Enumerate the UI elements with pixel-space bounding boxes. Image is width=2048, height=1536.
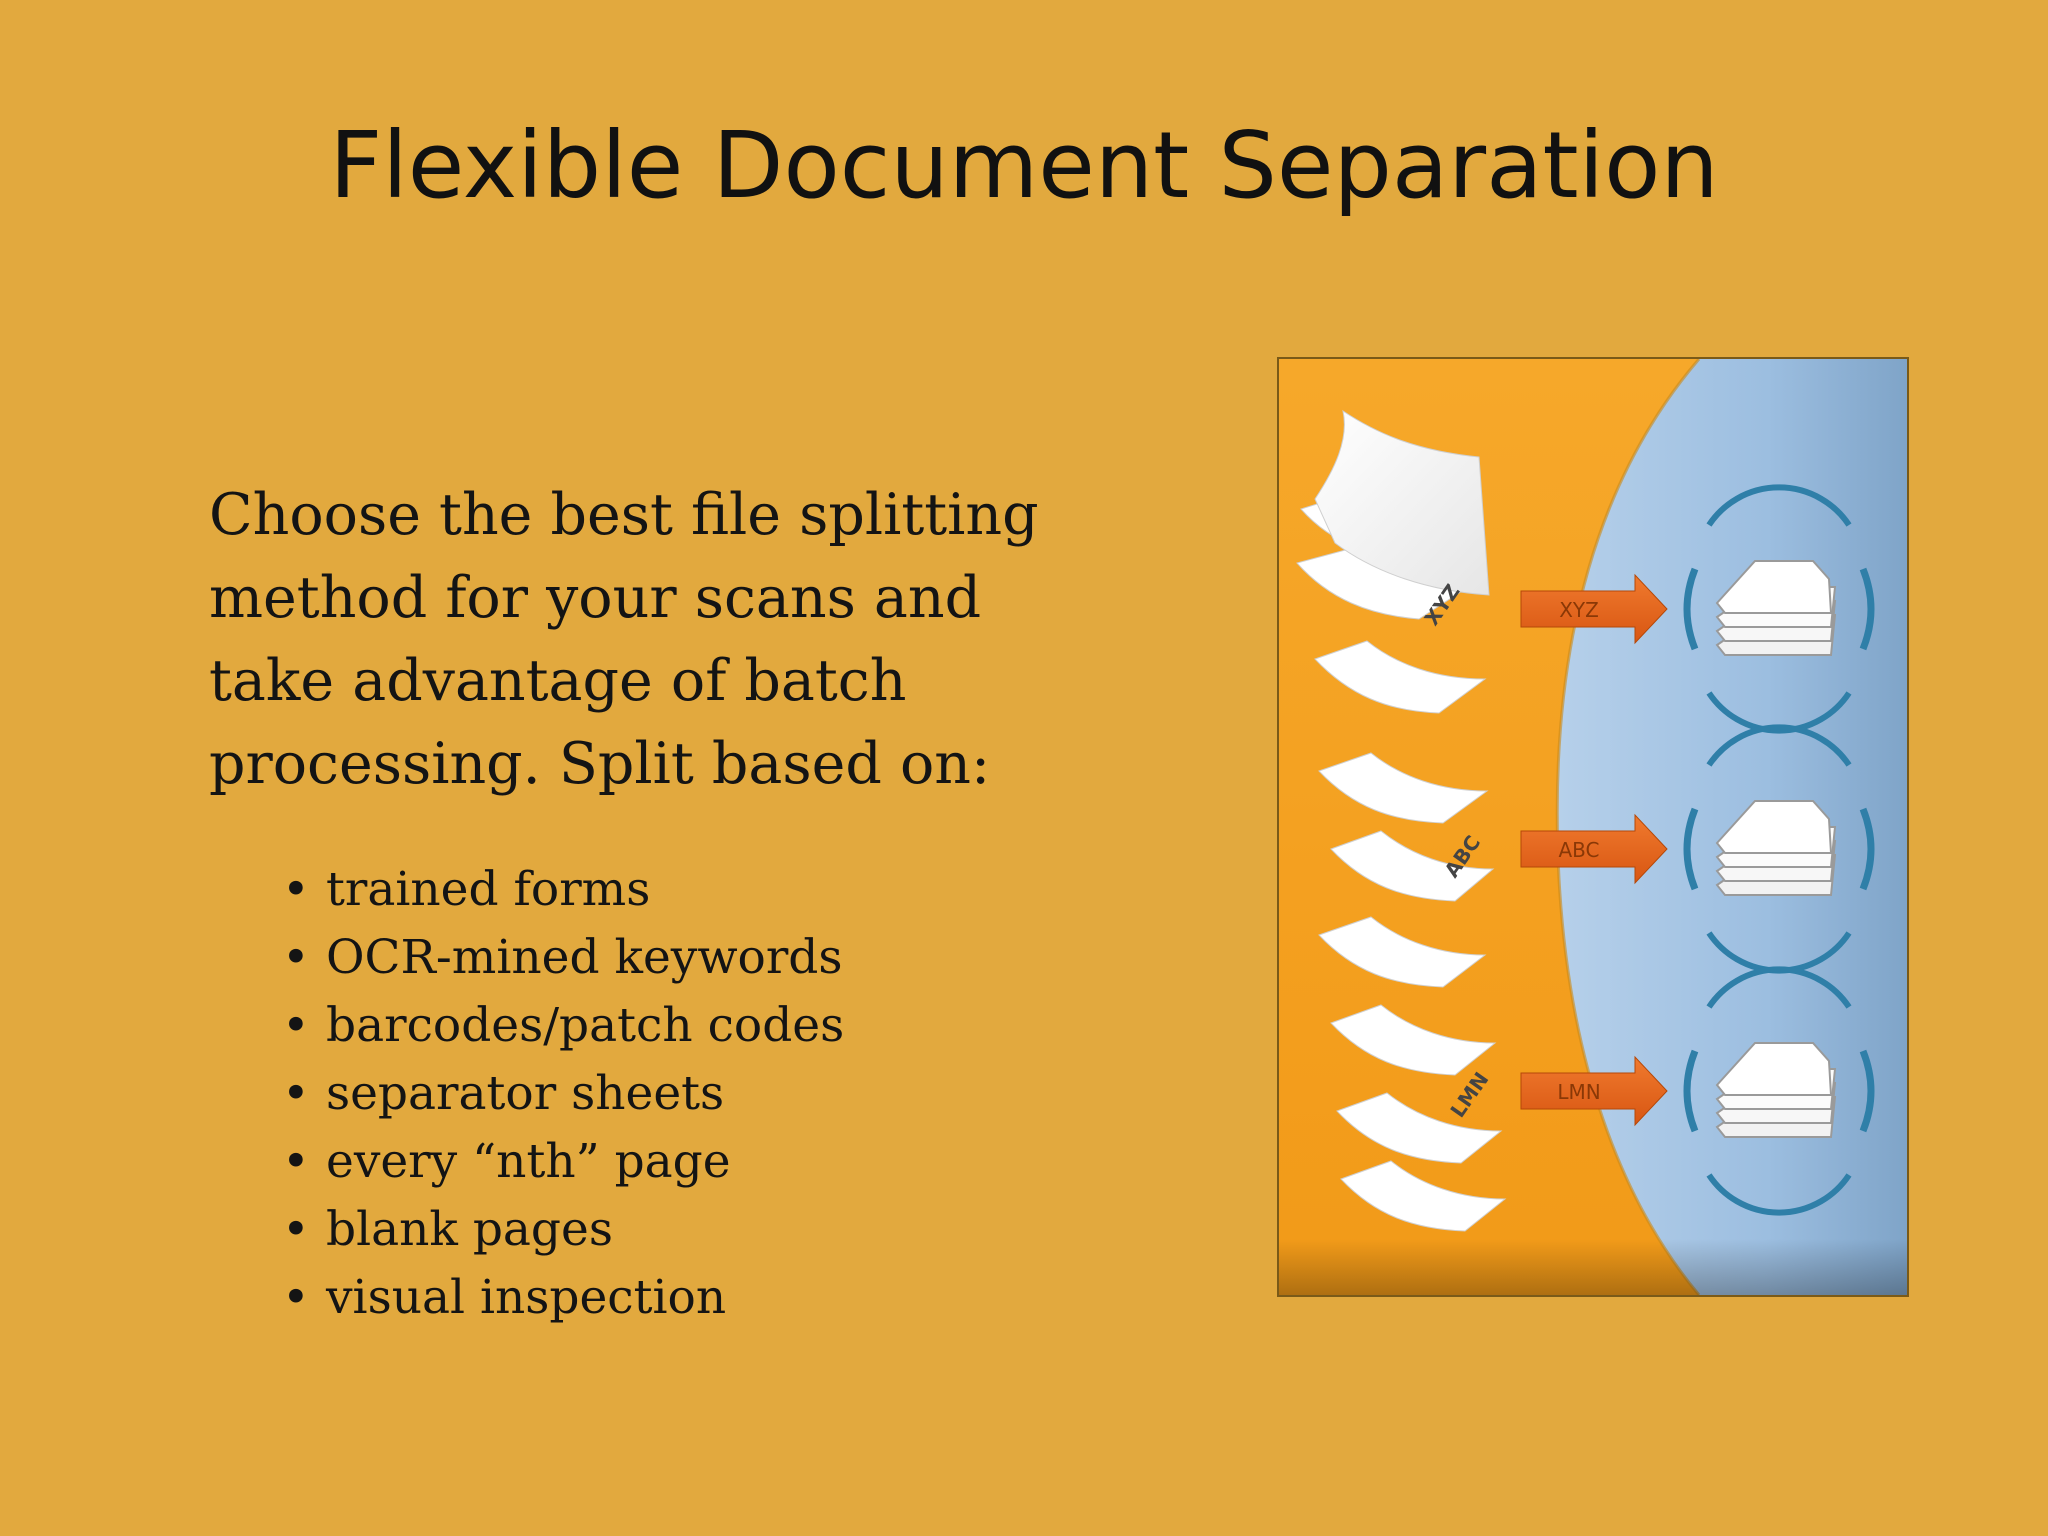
bullet-text: OCR-mined keywords xyxy=(326,930,843,985)
bracket-icon xyxy=(1706,724,1852,767)
bracket-icon xyxy=(1706,484,1852,527)
bullet-text: every “nth” page xyxy=(326,1134,731,1189)
bullet-icon: • xyxy=(282,1270,310,1325)
illustration-svg: XYZ ABC LMN XYZ ABC LMN xyxy=(1279,359,1907,1295)
bracket-icon xyxy=(1683,807,1699,891)
bracket-icon xyxy=(1706,966,1852,1009)
arrow-label: XYZ xyxy=(1559,598,1599,622)
document-separation-illustration: XYZ ABC LMN XYZ ABC LMN xyxy=(1277,357,1909,1297)
bracket-icon xyxy=(1706,1173,1852,1216)
page-cascade xyxy=(1296,409,1507,1232)
page-stack-icon xyxy=(1683,724,1875,974)
bracket-icon xyxy=(1859,807,1875,891)
cascade-page xyxy=(1318,916,1487,988)
intro-paragraph: Choose the best file splitting method fo… xyxy=(209,482,1039,797)
arrow-icon: ABC xyxy=(1520,813,1668,885)
list-item: • trained forms xyxy=(282,856,844,924)
bullet-list: • trained forms • OCR-mined keywords • barc… xyxy=(282,856,844,1332)
bullet-icon: • xyxy=(282,930,310,985)
list-item: • barcodes/patch codes xyxy=(282,992,844,1060)
bullet-icon: • xyxy=(282,1066,310,1121)
bullet-icon: • xyxy=(282,998,310,1053)
bracket-icon xyxy=(1859,1049,1875,1133)
bullet-icon: • xyxy=(282,1202,310,1257)
cascade-page xyxy=(1314,640,1487,714)
cascade-page xyxy=(1330,830,1495,902)
cascade-page xyxy=(1336,1092,1503,1164)
cascade-page xyxy=(1330,1004,1497,1076)
slide-title: Flexible Document Separation xyxy=(329,112,1719,219)
bullet-text: barcodes/patch codes xyxy=(326,998,845,1053)
arrow-label: LMN xyxy=(1557,1080,1600,1104)
panel-edge xyxy=(1555,359,1701,1295)
bracket-icon xyxy=(1706,691,1852,734)
bullet-text: blank pages xyxy=(326,1202,613,1257)
page-stack-icon xyxy=(1683,484,1875,734)
bracket-icon xyxy=(1859,567,1875,651)
bottom-shadow xyxy=(1279,1239,1907,1295)
arrow-icon: LMN xyxy=(1520,1055,1668,1127)
bullet-text: visual inspection xyxy=(326,1270,727,1325)
bracket-icon xyxy=(1683,567,1699,651)
bullet-text: trained forms xyxy=(326,862,651,917)
bullet-text: separator sheets xyxy=(326,1066,725,1121)
list-item: • every “nth” page xyxy=(282,1128,844,1196)
list-item: • visual inspection xyxy=(282,1264,844,1332)
cascade-page xyxy=(1318,752,1489,824)
page-stack-icon xyxy=(1683,966,1875,1216)
bullet-icon: • xyxy=(282,1134,310,1189)
cascade-page xyxy=(1340,1160,1507,1232)
cascade-page-top xyxy=(1314,409,1490,596)
bullet-icon: • xyxy=(282,862,310,917)
list-item: • blank pages xyxy=(282,1196,844,1264)
list-item: • separator sheets xyxy=(282,1060,844,1128)
list-item: • OCR-mined keywords xyxy=(282,924,844,992)
arrow-label: ABC xyxy=(1558,838,1599,862)
arrow-icon: XYZ xyxy=(1520,573,1668,645)
bracket-icon xyxy=(1683,1049,1699,1133)
